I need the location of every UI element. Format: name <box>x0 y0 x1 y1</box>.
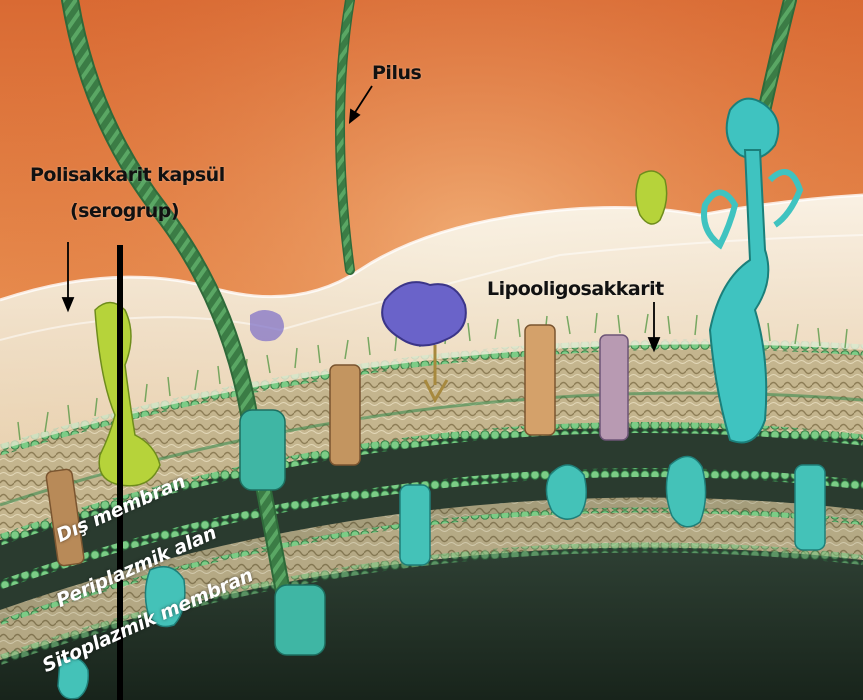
label-lipooligosaccharide: Lipooligosakkarit <box>487 278 664 300</box>
label-capsule-line2: (serogrup) <box>70 200 179 222</box>
label-pilus: Pilus <box>372 62 421 84</box>
label-capsule-line1: Polisakkarit kapsül <box>30 164 225 186</box>
